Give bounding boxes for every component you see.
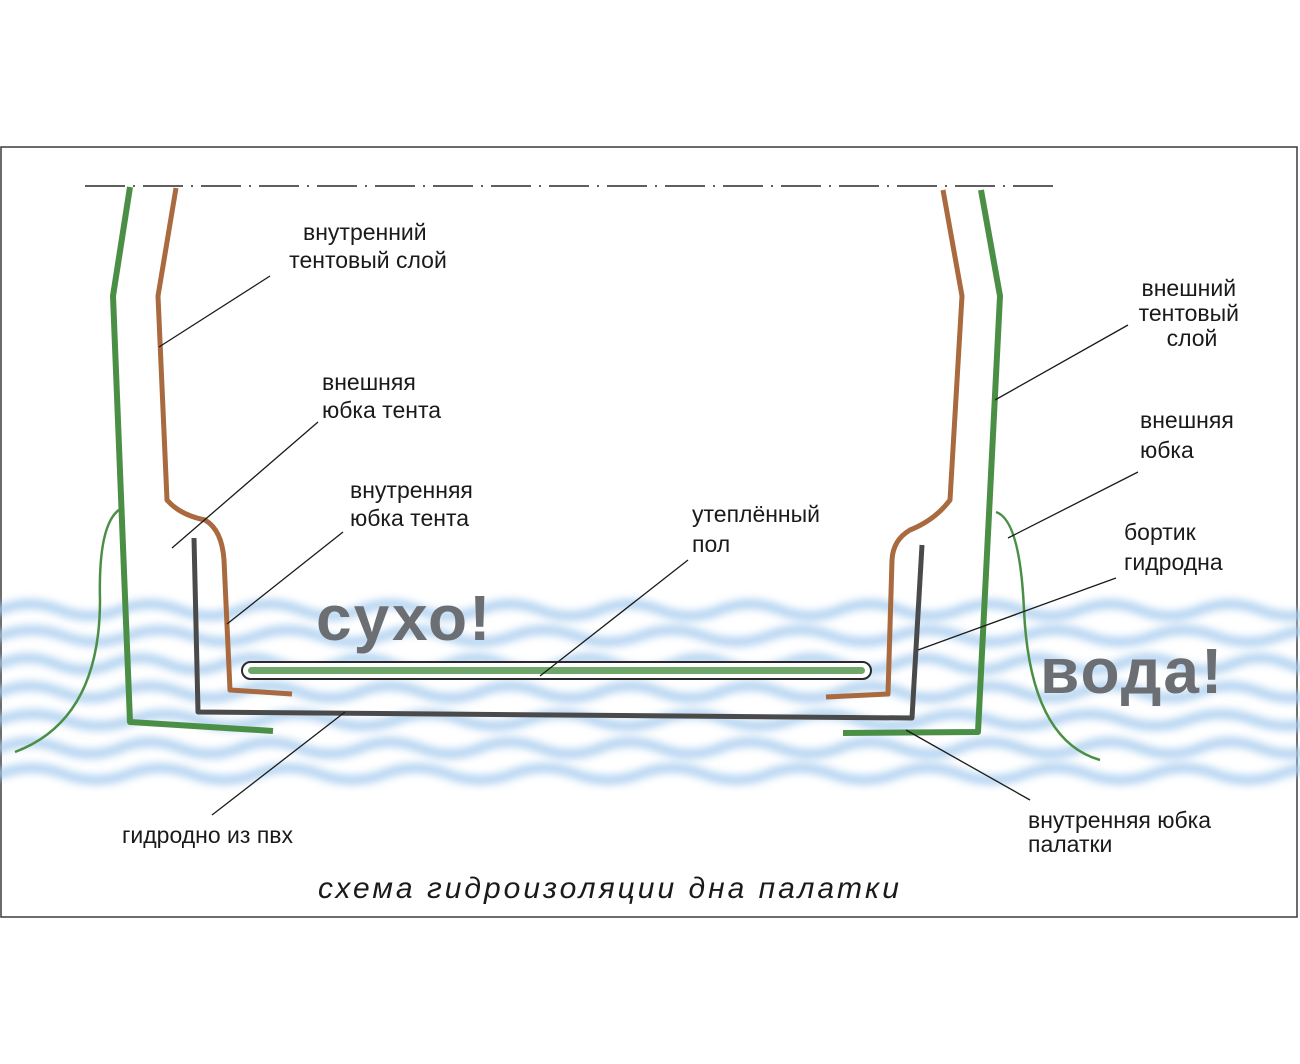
- diagram-frame: [0, 146, 1298, 918]
- outer-skirt-right: [995, 510, 1101, 762]
- leader-inner-fly-skirt: [226, 531, 344, 625]
- leader-inner-fly-layer: [158, 275, 271, 348]
- leader-outer-fly-skirt: [171, 421, 319, 549]
- diagram-caption: схема гидроизоляции дна палатки: [318, 872, 902, 905]
- leader-inner-tent-skirt: [905, 729, 1031, 801]
- leader-pvc-groundsheet: [211, 711, 346, 816]
- leader-outer-fly-layer: [994, 324, 1129, 401]
- label-outer-skirt: внешняя юбка: [1140, 407, 1240, 463]
- insulated-floor-core: [248, 667, 865, 674]
- label-inner-fly-skirt: внутренняя юбка тента: [350, 477, 479, 531]
- dry-text: сухо!: [316, 582, 492, 654]
- water-text: вода!: [1040, 635, 1224, 707]
- outer-skirt-left: [14, 506, 123, 754]
- label-outer-fly-skirt: внешняя юбка тента: [322, 369, 441, 423]
- label-inner-tent-skirt: внутренняя юбка палатки: [1028, 807, 1217, 857]
- label-outer-fly-layer: внешний тентовый слой: [1139, 275, 1246, 351]
- pvc-groundsheet: [191, 537, 925, 721]
- leader-insulated-floor: [539, 559, 689, 677]
- leader-outer-skirt: [1007, 471, 1139, 539]
- inner-fly-right: [825, 189, 965, 700]
- label-inner-fly-layer: внутренний тентовый слой: [289, 219, 447, 273]
- label-pvc-groundsheet: гидродно из пвх: [122, 822, 293, 848]
- label-groundsheet-rim: бортик гидродна: [1124, 519, 1223, 575]
- label-insulated-floor: утеплённый пол: [692, 501, 826, 557]
- leader-groundsheet-rim: [917, 577, 1117, 651]
